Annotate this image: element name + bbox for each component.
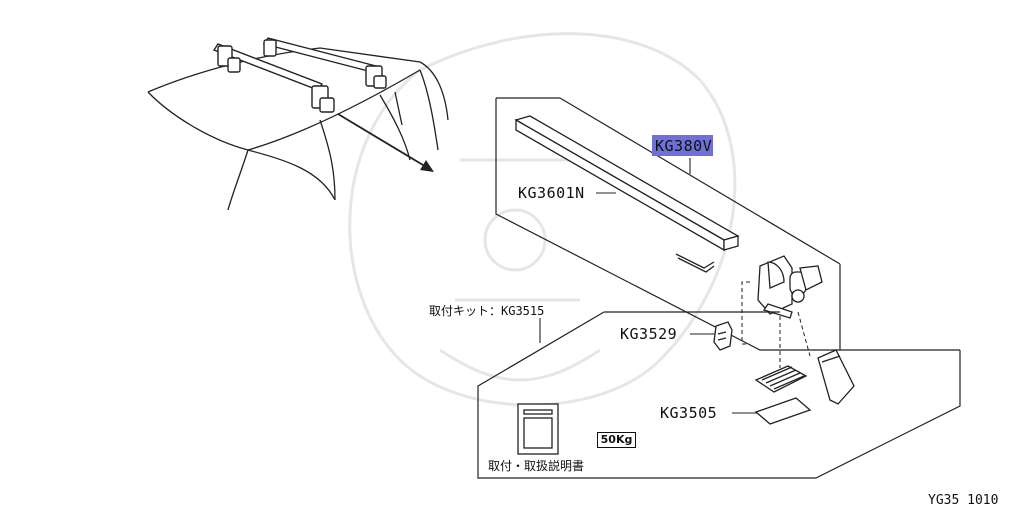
highlighted-part-number: KG380V	[652, 135, 714, 156]
exploded-view-frame	[495, 97, 960, 351]
rubber-pad-part	[754, 365, 808, 393]
crossbar-part	[514, 115, 740, 252]
car-roof-illustration	[147, 47, 449, 211]
clamp-part	[817, 349, 855, 405]
manual-booklet-icon	[517, 403, 559, 455]
footer-code: YG35 1010	[928, 493, 999, 508]
clip-part	[713, 321, 733, 351]
clip-part-number: KG3529	[620, 325, 678, 343]
leader-lines	[539, 158, 758, 414]
watermark-logo	[348, 32, 737, 407]
kit-frame	[477, 311, 961, 479]
dashed-connectors	[741, 281, 811, 368]
crossbar-part-number: KG380V	[652, 135, 714, 156]
roof-rack-on-car	[212, 37, 387, 113]
weight-limit-badge: 50Kg	[597, 432, 636, 448]
pad-part-number: KG3505	[660, 404, 718, 422]
adhesive-sheet-part	[754, 397, 812, 425]
allen-key-part	[675, 253, 715, 273]
bar-part-number: KG3601N	[518, 184, 585, 202]
kit-label: 取付キット：KG3515	[429, 304, 545, 318]
manual-label: 取付・取扱説明書	[488, 459, 585, 473]
direction-arrow	[337, 113, 434, 172]
foot-bracket-part	[757, 255, 823, 319]
